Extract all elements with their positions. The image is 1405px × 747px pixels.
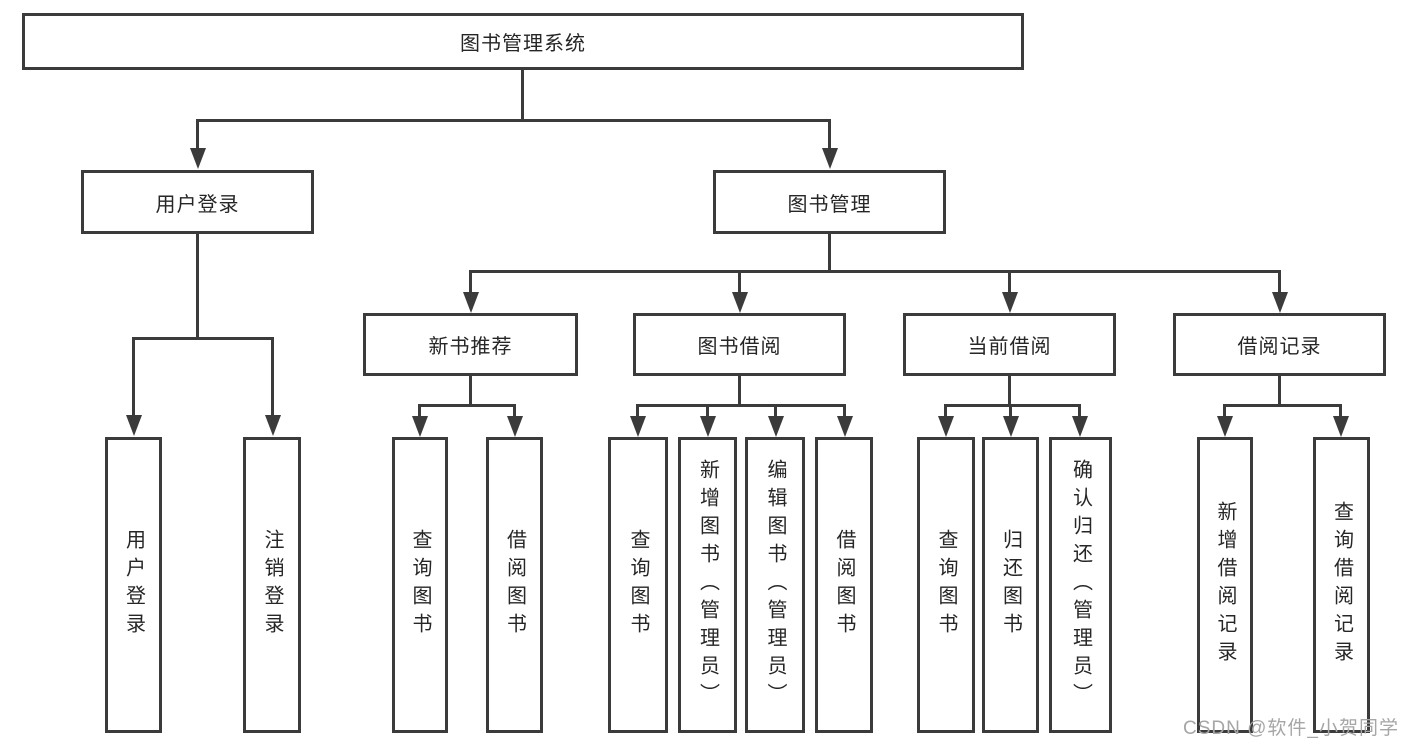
leaf-label: 查询图书: [627, 529, 649, 641]
leaf-add-books-admin: 新增图书（管理员）: [678, 437, 737, 733]
connector-line: [738, 376, 741, 407]
connector-line: [636, 404, 639, 418]
connector-line: [1008, 270, 1011, 292]
node-book-management: 图书管理: [713, 170, 946, 234]
csdn-watermark: CSDN @软件_小贺同学: [1183, 718, 1399, 739]
connector-line: [944, 404, 947, 418]
leaf-label: 借阅图书: [833, 529, 855, 641]
connector-line: [132, 337, 274, 340]
leaf-label: 查询图书: [935, 529, 957, 641]
connector-line: [828, 234, 831, 273]
arrow-down-icon: [507, 416, 523, 437]
leaf-label: 新增借阅记录: [1214, 501, 1236, 669]
arrow-down-icon: [1217, 416, 1233, 437]
node-new-book-recommend: 新书推荐: [363, 313, 578, 376]
connector-line: [1223, 404, 1342, 407]
arrow-down-icon: [1003, 416, 1019, 437]
connector-line: [469, 376, 472, 407]
arrow-down-icon: [822, 148, 838, 169]
node-user-login: 用户登录: [81, 170, 314, 234]
arrow-down-icon: [190, 148, 206, 169]
leaf-label: 归还图书: [999, 529, 1022, 641]
connector-line: [418, 404, 421, 418]
arrow-down-icon: [463, 292, 479, 313]
leaf-label: 新增图书（管理员）: [696, 459, 719, 711]
node-label: 图书管理系统: [460, 33, 586, 55]
arrow-down-icon: [1002, 292, 1018, 313]
node-label: 借阅记录: [1237, 336, 1322, 358]
leaf-user-login: 用户登录: [105, 437, 162, 733]
arrow-down-icon: [265, 415, 281, 436]
connector-line: [738, 270, 741, 292]
node-book-borrowing: 图书借阅: [633, 313, 846, 376]
arrow-down-icon: [732, 292, 748, 313]
connector-line: [418, 404, 516, 407]
leaf-borrow-books: 借阅图书: [815, 437, 873, 733]
connector-line: [1278, 270, 1281, 292]
leaf-query-books: 查询图书: [917, 437, 975, 733]
node-library-system: 图书管理系统: [22, 13, 1024, 70]
node-label: 用户登录: [155, 193, 240, 216]
arrow-down-icon: [938, 416, 954, 437]
arrow-down-icon: [837, 416, 853, 437]
arrow-down-icon: [630, 416, 646, 437]
node-label: 图书管理: [787, 193, 872, 216]
leaf-logout: 注销登录: [243, 437, 301, 733]
leaf-label: 注销登录: [261, 529, 283, 641]
connector-line: [1008, 376, 1011, 407]
node-label: 图书借阅: [697, 336, 782, 358]
arrow-down-icon: [126, 415, 142, 436]
connector-line: [1339, 404, 1342, 418]
node-current-borrowing: 当前借阅: [903, 313, 1116, 376]
connector-line: [132, 337, 135, 415]
leaf-label: 查询借阅记录: [1330, 501, 1353, 669]
leaf-query-borrow-record: 查询借阅记录: [1313, 437, 1370, 733]
connector-line: [774, 404, 777, 418]
leaf-add-borrow-record: 新增借阅记录: [1197, 437, 1253, 733]
leaf-label: 借阅图书: [503, 529, 526, 641]
leaf-query-books: 查询图书: [608, 437, 668, 733]
connector-line: [636, 404, 846, 407]
leaf-label: 查询图书: [409, 529, 431, 641]
leaf-edit-books-admin: 编辑图书（管理员）: [745, 437, 805, 733]
connector-line: [469, 270, 1281, 273]
connector-line: [843, 404, 846, 418]
leaf-borrow-books: 借阅图书: [486, 437, 543, 733]
arrow-down-icon: [700, 416, 716, 437]
connector-line: [1009, 404, 1012, 418]
arrow-down-icon: [1072, 416, 1088, 437]
node-label: 新书推荐: [428, 336, 513, 358]
connector-line: [271, 337, 274, 415]
connector-line: [706, 404, 709, 418]
connector-line: [513, 404, 516, 418]
connector-line: [944, 404, 1081, 407]
node-borrowing-records: 借阅记录: [1173, 313, 1386, 376]
arrow-down-icon: [768, 416, 784, 437]
connector-line: [1223, 404, 1226, 418]
leaf-confirm-return-admin: 确认归还（管理员）: [1049, 437, 1112, 733]
leaf-label: 用户登录: [122, 529, 145, 641]
node-label: 当前借阅: [967, 336, 1052, 358]
arrow-down-icon: [1272, 292, 1288, 313]
leaf-query-books: 查询图书: [392, 437, 448, 733]
arrow-down-icon: [1333, 416, 1349, 437]
leaf-label: 编辑图书（管理员）: [764, 459, 786, 711]
leaf-return-books: 归还图书: [982, 437, 1039, 733]
connector-line: [828, 119, 831, 148]
leaf-label: 确认归还（管理员）: [1069, 459, 1092, 711]
connector-line: [1078, 404, 1081, 418]
connector-line: [1278, 376, 1281, 407]
connector-line: [469, 270, 472, 292]
connector-line: [196, 119, 831, 122]
arrow-down-icon: [412, 416, 428, 437]
connector-line: [196, 234, 199, 340]
connector-line: [521, 69, 524, 120]
connector-line: [196, 119, 199, 148]
